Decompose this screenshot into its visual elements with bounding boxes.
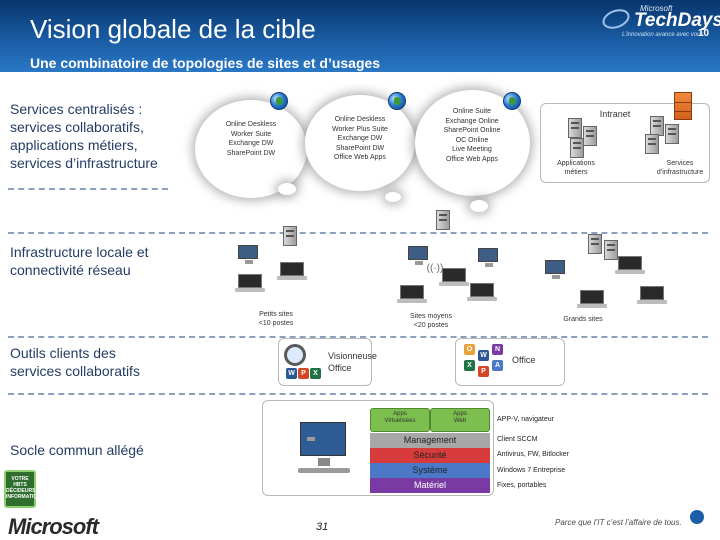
keyboard-icon — [298, 468, 350, 473]
logo-ring-icon — [600, 6, 632, 32]
word-icon: W — [286, 368, 297, 379]
server-icon — [665, 124, 679, 144]
sites-small-label: Petits sites <10 postes — [253, 310, 299, 328]
divider-2 — [8, 232, 708, 234]
page-number: 31 — [316, 521, 328, 533]
socle-right-label: APP-V, navigateur — [497, 416, 554, 423]
workstation-stand — [318, 458, 330, 466]
excel-icon: X — [464, 360, 475, 371]
server-icon — [570, 138, 584, 158]
socle-right-label: Fixes, portables — [497, 482, 546, 489]
cloud-deskless-plus-text: Online Deskless Worker Plus Suite Exchan… — [307, 115, 413, 163]
layer-hardware: Matériel — [370, 478, 490, 493]
socle-right-label: Client SCCM — [497, 436, 537, 443]
magnifier-icon — [284, 344, 306, 366]
globe-icon — [388, 92, 406, 110]
person-icon — [690, 510, 704, 524]
server-icon — [604, 240, 618, 260]
divider-4 — [8, 393, 708, 395]
server-icon — [588, 234, 602, 254]
row-label-tools: Outils clients des services collaboratif… — [10, 344, 170, 380]
cloud-online-suite-text: Online Suite Exchange Online SharePoint … — [418, 107, 526, 164]
globe-icon — [270, 92, 288, 110]
server-icon — [645, 134, 659, 154]
slide-subtitle: Une combinatoire de topologies de sites … — [30, 55, 380, 71]
laptop-icon — [640, 286, 664, 300]
firewall-icon — [674, 92, 692, 120]
row-label-infra: Infrastructure locale et connectivité ré… — [10, 243, 180, 279]
microsoft-logo: Microsoft — [8, 514, 98, 540]
socle-right-label: Windows 7 Entreprise — [497, 467, 565, 474]
sites-medium-label: Sites moyens <20 postes — [402, 312, 460, 330]
server-icon — [650, 116, 664, 136]
intranet-services-label: Services d’infrastructure — [648, 159, 712, 177]
logo-edition: 10 — [698, 28, 709, 39]
outlook-icon: O — [464, 344, 475, 355]
socle-right-label: Antivirus, FW, Bitlocker — [497, 451, 569, 458]
desktop-icon — [478, 248, 498, 262]
access-icon: A — [492, 360, 503, 371]
sites-large-label: Grands sites — [558, 315, 608, 324]
row-label-services: Services centralisés : services collabor… — [10, 100, 170, 172]
server-icon — [568, 118, 582, 138]
cloud-tail-2 — [385, 192, 401, 202]
layer-system: Système — [370, 463, 490, 478]
onenote-icon: N — [492, 344, 503, 355]
cloud-tail-1 — [278, 183, 296, 195]
globe-icon — [503, 92, 521, 110]
laptop-icon — [470, 283, 494, 297]
laptop-icon — [580, 290, 604, 304]
office-label: Office — [512, 356, 542, 365]
desktop-icon — [238, 245, 258, 259]
layer-security: Sécurité — [370, 448, 490, 463]
intranet-title: Intranet — [590, 110, 640, 119]
cloud-deskless-text: Online Deskless Worker Suite Exchange DW… — [198, 120, 304, 158]
laptop-icon — [280, 262, 304, 276]
server-icon — [436, 210, 450, 230]
word-icon: W — [478, 350, 489, 361]
intranet-apps-label: Applications métiers — [548, 159, 604, 177]
viewer-label: Visionneuse Office — [328, 350, 388, 374]
wifi-icon: ((·)) — [420, 264, 450, 273]
slide-title: Vision globale de la cible — [30, 14, 316, 45]
row-label-socle: Socle commun allégé — [10, 441, 170, 459]
server-icon — [583, 126, 597, 146]
layer-management: Management — [370, 433, 490, 448]
desktop-icon — [408, 246, 428, 260]
desktop-icon — [545, 260, 565, 274]
techdays-logo: Microsoft TechDays L’innovation avance a… — [600, 4, 712, 48]
powerpoint-icon: P — [478, 366, 489, 377]
decideurs-badge: VOTRE HBTS DÉCIDEURS INFORMATIQUE — [4, 470, 36, 508]
logo-tagline: L’innovation avance avec vous — [622, 32, 703, 38]
laptop-icon — [238, 274, 262, 288]
cloud-tail-3 — [470, 200, 488, 212]
footer-slogan: Parce que l’IT c’est l’affaire de tous. — [555, 518, 682, 527]
app-virtual-label: Apps Virtuelisées — [370, 411, 430, 425]
excel-icon: X — [310, 368, 321, 379]
powerpoint-icon: P — [298, 368, 309, 379]
app-web-label: Apps Web — [430, 411, 490, 425]
server-icon — [283, 226, 297, 246]
divider-1 — [8, 188, 168, 190]
laptop-icon — [618, 256, 642, 270]
workstation-icon — [300, 422, 346, 456]
laptop-icon — [400, 285, 424, 299]
